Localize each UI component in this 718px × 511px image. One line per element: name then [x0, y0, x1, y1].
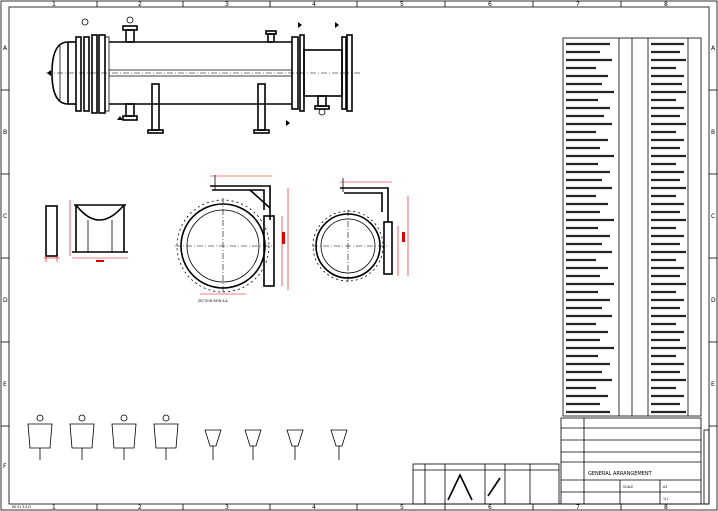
row-label: B	[711, 129, 715, 136]
column-label: 3	[225, 1, 229, 8]
row-label: F	[3, 463, 7, 470]
row-label: A	[711, 45, 716, 52]
row-label: D	[711, 297, 716, 304]
column-label: 7	[576, 504, 580, 511]
sheet-size: A3	[663, 485, 667, 489]
section-view-label: SECTION VIEW A-A	[198, 299, 229, 303]
column-labels-top: 1 2 3 4 5 6 7 8	[52, 1, 668, 8]
row-label: A	[3, 45, 8, 52]
row-label: B	[3, 129, 7, 136]
revision-table	[412, 463, 560, 505]
column-label: 5	[400, 504, 404, 511]
column-label: 4	[312, 504, 316, 511]
column-label: 8	[664, 504, 668, 511]
column-label: 4	[312, 1, 316, 8]
title-block: GENERAL ARRANGEMENT SCALE A3 1/1	[560, 417, 702, 505]
section-view-small	[312, 178, 409, 284]
row-label: C	[711, 213, 715, 220]
row-label: E	[711, 381, 715, 388]
sheet-number: 1/1	[663, 497, 668, 501]
sheet-border-inner	[8, 6, 710, 505]
nozzle-details	[27, 414, 348, 460]
column-label: 3	[225, 504, 229, 511]
column-label: 2	[138, 504, 142, 511]
row-labels: A B C D E F A B C D E	[3, 45, 716, 470]
corner-code: KK 01 3.0.D	[12, 505, 31, 509]
column-label: 5	[400, 1, 404, 8]
row-label: C	[3, 213, 7, 220]
drawing-title: GENERAL ARRANGEMENT	[588, 471, 653, 477]
column-label: 7	[576, 1, 580, 8]
column-label: 6	[488, 1, 492, 8]
scale-label: SCALE	[623, 485, 633, 489]
elevation-view	[46, 16, 360, 134]
row-label: D	[3, 297, 8, 304]
side-strip	[703, 429, 710, 505]
row-label: E	[3, 381, 7, 388]
parts-list-table	[562, 37, 702, 417]
column-labels-bottom: 1 2 3 4 5 6 7 8	[52, 504, 668, 511]
column-label: 1	[52, 504, 56, 511]
column-label: 8	[664, 1, 668, 8]
saddle-side-view	[44, 205, 60, 262]
section-view-large: SECTION VIEW A-A	[175, 175, 289, 303]
saddle-front-view	[69, 200, 128, 262]
column-label: 2	[138, 1, 142, 8]
column-label: 6	[488, 504, 492, 511]
column-label: 1	[52, 1, 56, 8]
